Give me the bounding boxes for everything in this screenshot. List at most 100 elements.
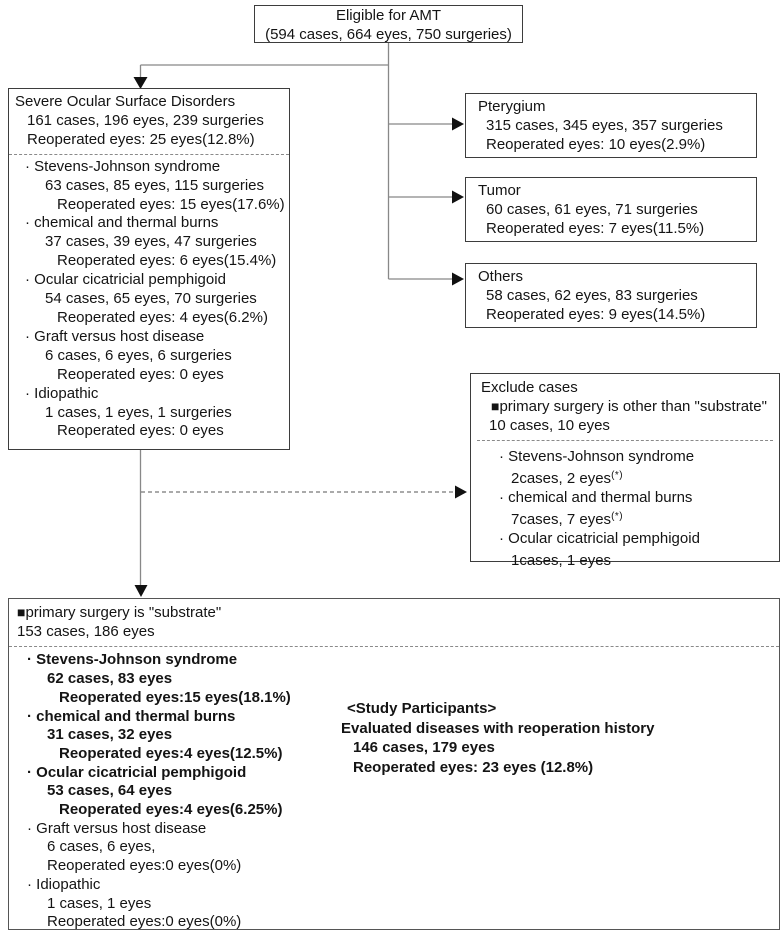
substrate-stats: 153 cases, 186 eyes <box>17 622 155 640</box>
exclude-stats: 10 cases, 10 eyes <box>489 417 610 434</box>
item-reop: Reoperated eyes:15 eyes(18.1%) <box>59 688 291 706</box>
substrate-box: ■primary surgery is "substrate" 153 case… <box>8 598 780 930</box>
study-line1: Evaluated diseases with reoperation hist… <box>341 719 655 737</box>
footnote-mark: (*) <box>611 511 624 522</box>
arrowheads <box>133 77 467 597</box>
others-box: Others 58 cases, 62 eyes, 83 surgeries R… <box>465 263 757 328</box>
tumor-box: Tumor 60 cases, 61 eyes, 71 surgeries Re… <box>465 177 757 242</box>
item-name: · Graft versus host disease <box>27 819 207 837</box>
divider <box>477 440 773 441</box>
bullet-icon: · <box>27 763 32 781</box>
pterygium-title: Pterygium <box>478 98 546 115</box>
severe-osd-item: · Idiopathic 1 cases, 1 eyes, 1 surgerie… <box>15 385 283 442</box>
item-stats: 2cases, 2 eyes(*) <box>511 470 624 487</box>
item-reop: Reoperated eyes: 15 eyes(17.6%) <box>57 195 285 213</box>
exclude-title: Exclude cases <box>481 379 578 396</box>
item-name: · Idiopathic <box>25 384 99 402</box>
item-name: · chemical and thermal burns <box>499 489 693 506</box>
exclude-item: · Stevens-Johnson syndrome 2cases, 2 eye… <box>477 447 773 488</box>
tumor-reop: Reoperated eyes: 7 eyes(11.5%) <box>486 220 705 237</box>
study-line3: Reoperated eyes: 23 eyes (12.8%) <box>353 758 594 776</box>
bullet-icon: · <box>499 448 504 465</box>
item-stats: 54 cases, 65 eyes, 70 surgeries <box>45 290 257 308</box>
item-name: · Stevens-Johnson syndrome <box>27 651 238 669</box>
pterygium-box: Pterygium 315 cases, 345 eyes, 357 surge… <box>465 93 757 158</box>
item-name: · chemical and thermal burns <box>25 214 219 232</box>
severe-osd-reop: Reoperated eyes: 25 eyes(12.8%) <box>27 130 255 148</box>
bullet-icon: · <box>25 214 30 232</box>
item-reop: Reoperated eyes: 0 eyes <box>57 422 224 440</box>
substrate-bold-item: · Ocular cicatricial pemphigoid 53 cases… <box>17 764 771 820</box>
item-reop: Reoperated eyes:0 eyes(0%) <box>47 857 242 875</box>
item-reop: Reoperated eyes:4 eyes(12.5%) <box>59 744 283 762</box>
eligible-title: Eligible for AMT <box>335 7 442 24</box>
bullet-icon: · <box>27 707 32 725</box>
bullet-icon: · <box>499 489 504 506</box>
item-name: · Graft versus host disease <box>25 327 205 345</box>
square-icon: ■ <box>17 604 26 620</box>
footnote-mark: (*) <box>611 470 624 481</box>
severe-osd-item: · Ocular cicatricial pemphigoid 54 cases… <box>15 271 283 328</box>
item-stats: 6 cases, 6 eyes, <box>47 838 156 856</box>
item-stats: 53 cases, 64 eyes <box>47 782 173 800</box>
study-participants: <Study Participants> Evaluated diseases … <box>341 699 654 777</box>
arrowhead-right-exclude <box>455 485 467 499</box>
eligible-box: Eligible for AMT (594 cases, 664 eyes, 7… <box>254 5 523 43</box>
item-name: · Stevens-Johnson syndrome <box>25 157 221 175</box>
substrate-criteria: ■primary surgery is "substrate" <box>17 604 222 621</box>
exclude-item: · Ocular cicatricial pemphigoid 1cases, … <box>477 529 773 570</box>
item-name: · Ocular cicatricial pemphigoid <box>27 763 247 781</box>
exclude-criteria: ■primary surgery is other than "substrat… <box>491 398 767 415</box>
item-name: · Idiopathic <box>27 875 101 893</box>
study-heading: <Study Participants> <box>347 700 497 717</box>
others-title: Others <box>478 268 524 285</box>
item-stats: 62 cases, 83 eyes <box>47 670 173 688</box>
item-reop: Reoperated eyes:0 eyes(0%) <box>47 913 242 931</box>
study-line2: 146 cases, 179 eyes <box>353 739 495 756</box>
bullet-icon: · <box>25 157 30 175</box>
item-stats: 63 cases, 85 eyes, 115 surgeries <box>45 176 265 194</box>
severe-osd-item: · chemical and thermal burns 37 cases, 3… <box>15 214 283 271</box>
item-stats: 1cases, 1 eyes <box>511 552 612 569</box>
arrowhead-right-tumor <box>452 190 464 204</box>
bullet-icon: · <box>25 271 30 289</box>
item-stats: 1 cases, 1 eyes <box>47 894 152 912</box>
item-stats: 1 cases, 1 eyes, 1 surgeries <box>45 403 232 421</box>
exclude-box: Exclude cases ■primary surgery is other … <box>470 373 780 569</box>
bullet-icon: · <box>25 327 30 345</box>
tumor-title: Tumor <box>478 182 521 199</box>
arrowhead-down-bottom-box <box>134 585 148 597</box>
item-reop: Reoperated eyes: 6 eyes(15.4%) <box>57 252 277 270</box>
severe-osd-item: · Stevens-Johnson syndrome 63 cases, 85 … <box>15 157 285 215</box>
severe-osd-box: Severe Ocular Surface Disorders 161 case… <box>8 88 290 450</box>
severe-osd-stats: 161 cases, 196 eyes, 239 surgeries <box>27 111 264 129</box>
divider <box>9 646 779 648</box>
bullet-icon: · <box>27 875 32 893</box>
item-name: · Ocular cicatricial pemphigoid <box>499 530 700 547</box>
substrate-bold-item: · chemical and thermal burns 31 cases, 3… <box>17 708 771 764</box>
bullet-icon: · <box>27 651 32 669</box>
pterygium-stats: 315 cases, 345 eyes, 357 surgeries <box>486 117 723 134</box>
arrowhead-right-others <box>452 272 464 286</box>
substrate-bold-item: · Stevens-Johnson syndrome 62 cases, 83 … <box>17 651 771 707</box>
bullet-icon: · <box>25 384 30 402</box>
item-reop: Reoperated eyes: 4 eyes(6.2%) <box>57 308 268 326</box>
item-stats: 6 cases, 6 eyes, 6 surgeries <box>45 346 232 364</box>
item-stats: 7cases, 7 eyes(*) <box>511 511 624 528</box>
others-reop: Reoperated eyes: 9 eyes(14.5%) <box>486 306 706 323</box>
item-name: · Stevens-Johnson syndrome <box>499 448 695 465</box>
severe-osd-title: Severe Ocular Surface Disorders <box>15 93 236 110</box>
bullet-icon: · <box>499 530 504 547</box>
item-reop: Reoperated eyes:4 eyes(6.25%) <box>59 801 283 819</box>
eligible-stats: (594 cases, 664 eyes, 750 surgeries) <box>265 26 512 43</box>
item-stats: 37 cases, 39 eyes, 47 surgeries <box>45 233 257 251</box>
others-stats: 58 cases, 62 eyes, 83 surgeries <box>486 287 698 304</box>
item-reop: Reoperated eyes: 0 eyes <box>57 365 224 383</box>
substrate-normal-item: · Graft versus host disease 6 cases, 6 e… <box>17 820 771 876</box>
arrowhead-down-left-box <box>133 77 148 89</box>
substrate-normal-item: · Idiopathic 1 cases, 1 eyes Reoperated … <box>17 876 771 932</box>
item-name: · chemical and thermal burns <box>27 707 236 725</box>
tumor-stats: 60 cases, 61 eyes, 71 surgeries <box>486 201 698 218</box>
exclude-item: · chemical and thermal burns 7cases, 7 e… <box>477 488 773 529</box>
